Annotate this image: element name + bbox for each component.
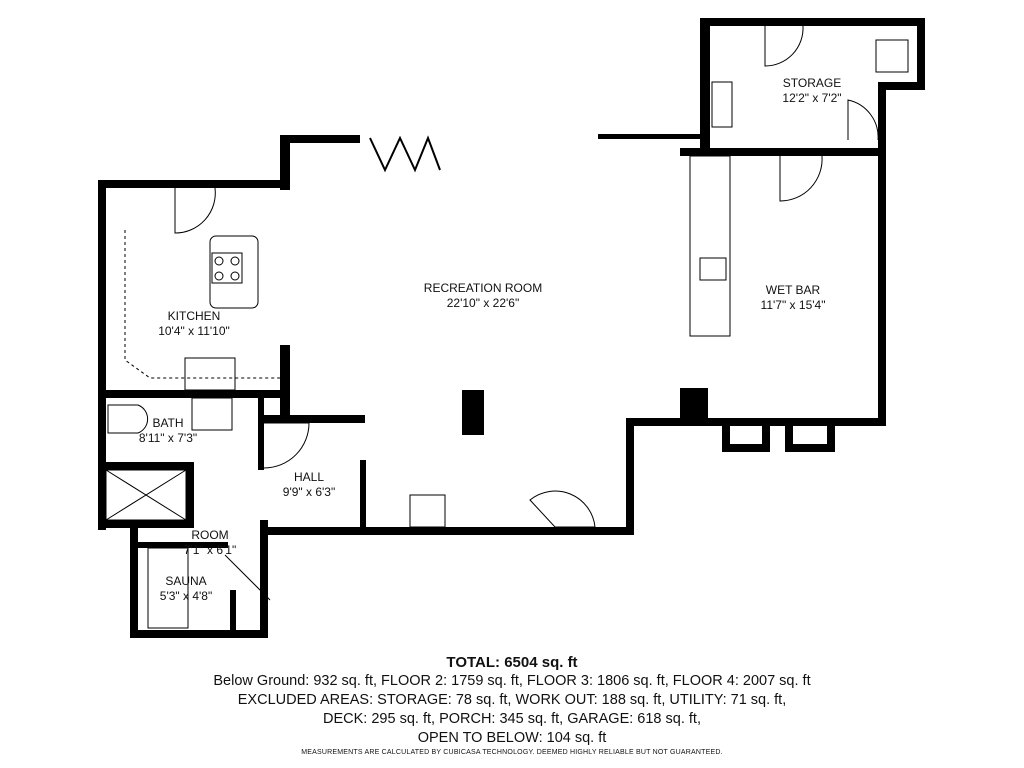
room-name: RECREATION ROOM xyxy=(423,281,543,295)
area-summary: TOTAL: 6504 sq. ft Below Ground: 932 sq.… xyxy=(0,653,1024,758)
total-area: TOTAL: 6504 sq. ft xyxy=(446,654,578,671)
room-name: STORAGE xyxy=(782,76,842,90)
room-dims: 8'11" x 7'3" xyxy=(138,431,198,445)
room-name: ROOM xyxy=(191,528,229,542)
room-dims: 22'10" x 22'6" xyxy=(446,296,520,310)
room-dims: 5'3" x 4'8" xyxy=(159,589,213,603)
room-name: KITCHEN xyxy=(167,309,221,323)
folding-door xyxy=(369,135,441,173)
walls xyxy=(98,18,925,638)
summary-line: EXCLUDED AREAS: STORAGE: 78 sq. ft, WORK… xyxy=(237,692,787,708)
fixtures xyxy=(105,25,909,629)
room-name: SAUNA xyxy=(165,574,207,588)
summary-line: OPEN TO BELOW: 104 sq. ft xyxy=(417,730,607,746)
summary-line: DECK: 295 sq. ft, PORCH: 345 sq. ft, GAR… xyxy=(323,711,701,727)
disclaimer: MEASUREMENTS ARE CALCULATED BY CUBICASA … xyxy=(301,749,723,756)
room-dims: 10'4" x 11'10" xyxy=(158,324,230,338)
room-dims: 7'1" x 6'1" xyxy=(183,543,237,557)
room-name: BATH xyxy=(152,416,184,430)
room-dims: 12'2" x 7'2" xyxy=(782,91,842,105)
summary-line: Below Ground: 932 sq. ft, FLOOR 2: 1759 … xyxy=(213,673,811,689)
room-dims: 11'7" x 15'4" xyxy=(760,298,826,312)
room-name: HALL xyxy=(293,470,325,484)
room-name: WET BAR xyxy=(765,283,821,297)
room-dims: 9'9" x 6'3" xyxy=(282,485,336,499)
